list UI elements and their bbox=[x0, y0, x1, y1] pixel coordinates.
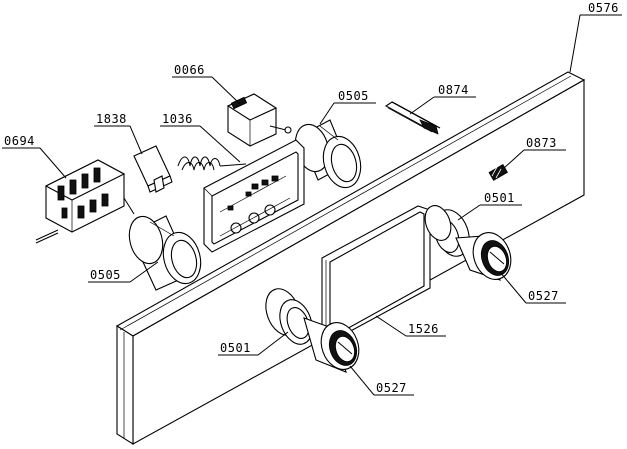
programmer-board-1036 bbox=[203, 139, 305, 253]
label-0501-left: 0501 bbox=[220, 341, 251, 355]
label-0527-right: 0527 bbox=[528, 289, 559, 303]
label-0874: 0874 bbox=[438, 83, 469, 97]
label-1526: 1526 bbox=[408, 322, 439, 336]
label-0576: 0576 bbox=[588, 1, 619, 15]
label-0505-bottom: 0505 bbox=[90, 268, 121, 282]
label-1036: 1036 bbox=[162, 112, 193, 126]
label-0873: 0873 bbox=[526, 136, 557, 150]
leader-lines bbox=[2, 14, 622, 396]
label-0501-right: 0501 bbox=[484, 191, 515, 205]
plate-1838 bbox=[133, 145, 173, 193]
capillary-coil bbox=[177, 156, 247, 171]
label-0066: 0066 bbox=[174, 63, 205, 77]
bezel-0501-right bbox=[424, 205, 470, 257]
switch-cam-blocks bbox=[57, 167, 109, 219]
label-1838: 1838 bbox=[96, 112, 127, 126]
spring-0873 bbox=[488, 163, 508, 181]
part-labels: 0576 0066 0505 0874 1838 1036 0694 0873 … bbox=[4, 1, 619, 395]
selector-switch-0694 bbox=[35, 159, 135, 244]
label-0505-top: 0505 bbox=[338, 89, 369, 103]
label-0527-bottom: 0527 bbox=[376, 381, 407, 395]
bracket-0874 bbox=[384, 101, 441, 135]
board-components bbox=[219, 175, 291, 237]
bezel-0505-bottom bbox=[128, 215, 202, 291]
knob-0527-bottom bbox=[303, 317, 360, 373]
bezel-0501-left bbox=[265, 288, 313, 345]
label-0694: 0694 bbox=[4, 134, 35, 148]
knob-0527-right bbox=[455, 232, 512, 281]
